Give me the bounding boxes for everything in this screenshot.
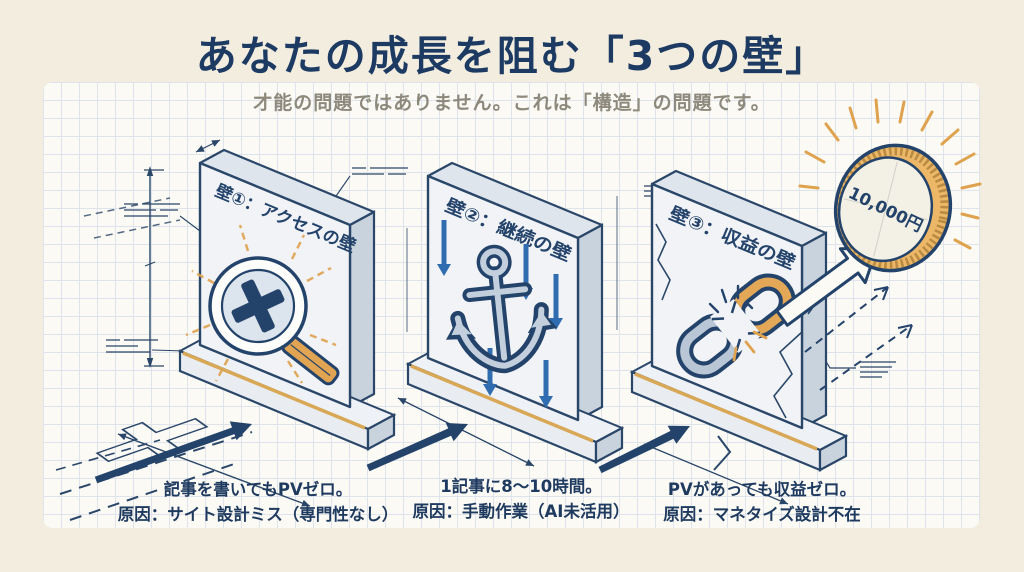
coin-rays [798, 98, 982, 250]
page-title: あなたの成長を阻む「3つの壁」 [195, 32, 829, 80]
wall-3-revenue: 壁③：収益の壁 [630, 169, 848, 472]
wall-1-caption-line2: 原因：サイト設計ミス（専門性なし） [117, 504, 399, 524]
arrow-to-wall-3 [598, 425, 690, 474]
wall-2-caption: 1記事に8〜10時間。 原因：手動作業（AI未活用） [356, 475, 686, 525]
wall-3-caption: PVがあっても収益ゼロ。 原因：マネタイズ設計不在 [597, 478, 927, 528]
page-subtitle: 才能の問題ではありません。これは「構造」の問題です。 [253, 92, 771, 114]
wall-2-continuation: 壁②：継続の壁 [406, 161, 624, 464]
wall-3-caption-line1: PVがあっても収益ゼロ。 [667, 480, 857, 499]
arrow-to-wall-1 [94, 421, 252, 484]
wall-1-caption-line1: 記事を書いてもPVゼロ。 [163, 480, 353, 499]
arrow-to-wall-2 [366, 423, 468, 472]
wall-2-caption-line2: 原因：手動作業（AI未活用） [412, 501, 630, 521]
wall-2-slab [406, 161, 624, 464]
coin-icon: 10,000円 [798, 98, 990, 300]
wall-1-caption: 記事を書いてもPVゼロ。 原因：サイト設計ミス（専門性なし） [93, 478, 423, 528]
break-sparks [708, 284, 768, 362]
anchor-icon [445, 244, 558, 374]
path-arrows [94, 421, 690, 484]
wall-2-caption-line1: 1記事に8〜10時間。 [440, 477, 602, 496]
wall-1-access: 壁①：アクセスの壁 [178, 148, 396, 451]
broken-chain-icon [676, 273, 796, 379]
sunburst-rays [185, 224, 337, 384]
magnifier-x-icon [208, 256, 340, 386]
wall-3-caption-line2: 原因：マネタイズ設計不在 [663, 504, 861, 524]
